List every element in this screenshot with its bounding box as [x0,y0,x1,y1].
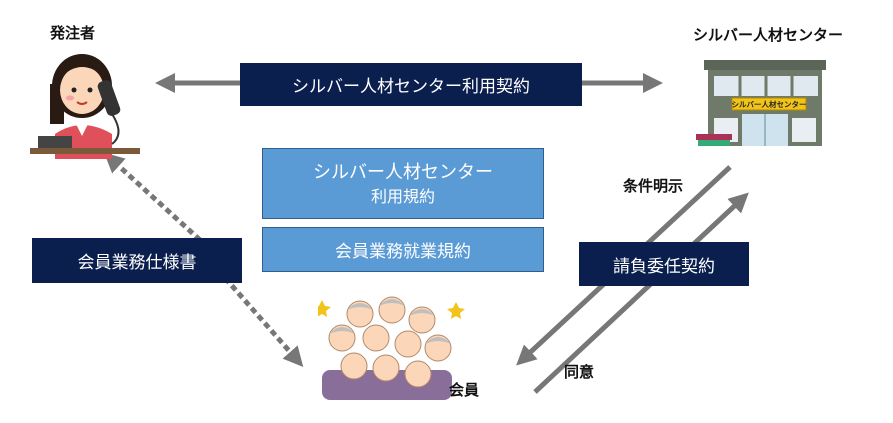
usage-terms-line2: 利用規約 [370,186,435,206]
group-of-elders-icon [313,296,465,400]
arrow-member-to-center [533,192,749,394]
building-icon: シルバー人材センター [696,60,826,146]
conditions-label: 条件明示 [623,177,684,195]
subcontract-box: 請負委任契約 [579,242,749,286]
work-rules-text: 会員業務就業規約 [335,242,471,262]
consent-label: 同意 [564,363,595,381]
member-spec-box: 会員業務仕様書 [32,238,242,283]
members-illustration [313,290,468,400]
center-label: シルバー人材センター [693,26,844,44]
contract-top-box: シルバー人材センター利用契約 [240,63,582,106]
orderer-label: 発注者 [50,24,96,42]
woman-on-phone-icon [30,54,140,159]
dotted-arrow-up [104,152,202,242]
orderer-illustration [30,44,140,159]
usage-terms-box: シルバー人材センター 利用規約 [262,148,544,219]
center-illustration: シルバー人材センター [696,56,830,152]
work-rules-box: 会員業務就業規約 [262,227,544,272]
building-sign-text: シルバー人材センター [732,99,807,109]
usage-terms-line1: シルバー人材センター [313,161,493,183]
member-label: 会員 [449,381,480,399]
